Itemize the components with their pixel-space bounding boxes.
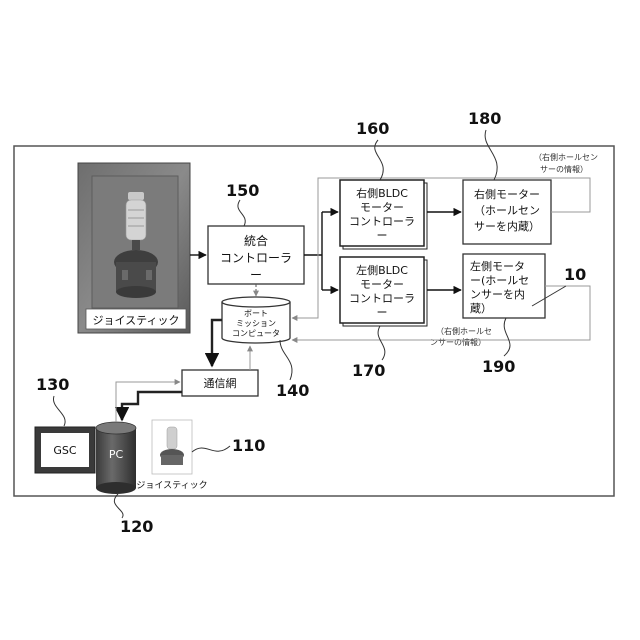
- left-bldc-line-2: モーター: [360, 278, 404, 291]
- left-bldc-line-1: 左側BLDC: [356, 264, 408, 277]
- gsc-monitor: GSC: [35, 427, 95, 473]
- integrated-controller-line-3: ー: [250, 268, 262, 282]
- left-bldc-controller-box: 左側BLDC モーター コントローラ ー: [340, 257, 427, 326]
- link-comm-to-pc: [122, 392, 182, 420]
- right-bldc-line-4: ー: [377, 229, 388, 242]
- left-hall-note-line-2: ンサーの情報）: [430, 337, 486, 347]
- ref-170: 170: [352, 361, 385, 380]
- ref-190: 190: [482, 357, 515, 376]
- joystick-panel: ジョイスティック: [78, 163, 190, 333]
- ref-10: 10: [564, 265, 586, 284]
- integrated-controller-box: 統合 コントローラ ー: [208, 226, 304, 284]
- ref-180: 180: [468, 109, 501, 128]
- right-bldc-line-3: コントローラ: [349, 215, 415, 228]
- right-hall-note-line-2: サーの情報）: [540, 164, 588, 174]
- ref-110: 110: [232, 436, 265, 455]
- ref-150: 150: [226, 181, 259, 200]
- gsc-label: GSC: [53, 444, 77, 457]
- link-pc-to-comm: [116, 382, 180, 422]
- ref-130: 130: [36, 375, 69, 394]
- bmc-line-3: コンピュータ: [232, 329, 280, 338]
- link-bmc-to-comm: [212, 320, 222, 366]
- left-hall-note-line-1: （右側ホールセ: [436, 326, 492, 336]
- joystick-panel-label: ジョイスティック: [92, 314, 179, 327]
- comm-network-box: 通信網: [182, 370, 258, 396]
- bmc-line-2: ミッション: [236, 319, 276, 328]
- right-hall-note-line-1: （右側ホールセン: [534, 152, 598, 162]
- right-motor-box: 右側モーター （ホールセン サーを内蔵）: [463, 180, 551, 244]
- ref-140: 140: [276, 381, 309, 400]
- right-motor-line-2: （ホールセン: [474, 204, 540, 217]
- pc-label: PC: [109, 448, 124, 461]
- left-motor-line-3: ンサーを内: [470, 287, 525, 301]
- left-motor-line-2: ー(ホールセ: [470, 274, 529, 287]
- right-motor-line-3: サーを内蔵）: [474, 219, 540, 233]
- integrated-controller-line-1: 統合: [244, 233, 268, 248]
- integrated-controller-line-2: コントローラ: [220, 251, 292, 265]
- ref-160: 160: [356, 119, 389, 138]
- left-bldc-line-3: コントローラ: [349, 292, 415, 305]
- right-hall-note: （右側ホールセン サーの情報）: [534, 152, 598, 174]
- comm-network-label: 通信網: [204, 376, 237, 390]
- right-bldc-controller-box: 右側BLDC モーター コントローラ ー: [340, 180, 427, 249]
- left-motor-box: 左側モータ ー(ホールセ ンサーを内 蔵）: [463, 254, 545, 318]
- ref-120: 120: [120, 517, 153, 536]
- left-hall-note: （右側ホールセ ンサーの情報）: [430, 326, 492, 347]
- bmc-line-1: ボート: [244, 309, 268, 318]
- boat-mission-computer: ボート ミッション コンピュータ: [222, 297, 290, 343]
- left-motor-line-1: 左側モータ: [470, 260, 525, 273]
- small-joystick-label: ジョイスティック: [136, 480, 207, 491]
- left-motor-line-4: 蔵）: [470, 302, 492, 315]
- pc-cylinder: PC: [96, 422, 136, 494]
- right-bldc-line-1: 右側BLDC: [356, 186, 408, 200]
- right-bldc-line-2: モーター: [360, 201, 404, 214]
- left-bldc-line-4: ー: [377, 306, 388, 319]
- small-joystick: ジョイスティック: [136, 420, 207, 491]
- right-motor-line-1: 右側モーター: [474, 187, 540, 201]
